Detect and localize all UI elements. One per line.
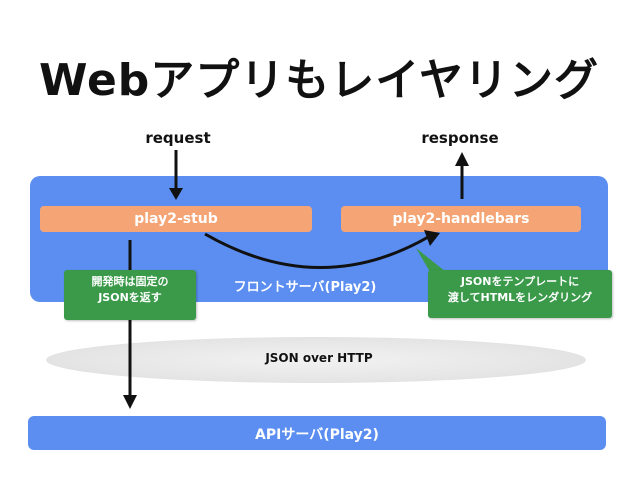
api-server-label: APIサーバ(Play2)	[255, 427, 379, 443]
json-over-http-label: JSON over HTTP	[265, 351, 373, 365]
render-note-pointer	[416, 248, 446, 272]
slide-title: Webアプリもレイヤリング	[39, 55, 599, 106]
request-label: request	[145, 129, 211, 147]
response-label: response	[421, 129, 499, 147]
render-note-line2: 渡してHTMLをレンダリング	[447, 291, 593, 304]
render-note-line1: JSONをテンプレートに	[460, 275, 580, 288]
render-flow-arrow	[204, 232, 431, 269]
dev-note-line1: 開発時は固定の	[91, 275, 169, 288]
play2-stub-module: play2-stub	[40, 206, 312, 232]
render-note: JSONをテンプレートに 渡してHTMLをレンダリング	[428, 270, 612, 318]
api-server-box	[28, 416, 606, 450]
json-over-http-layer	[46, 337, 586, 383]
front-server-label: フロントサーバ(Play2)	[233, 280, 377, 295]
dev-note-line2: JSONを返す	[98, 291, 162, 304]
play2-handlebars-module: play2-handlebars	[341, 206, 581, 232]
dev-json-note: 開発時は固定の JSONを返す	[64, 270, 196, 320]
